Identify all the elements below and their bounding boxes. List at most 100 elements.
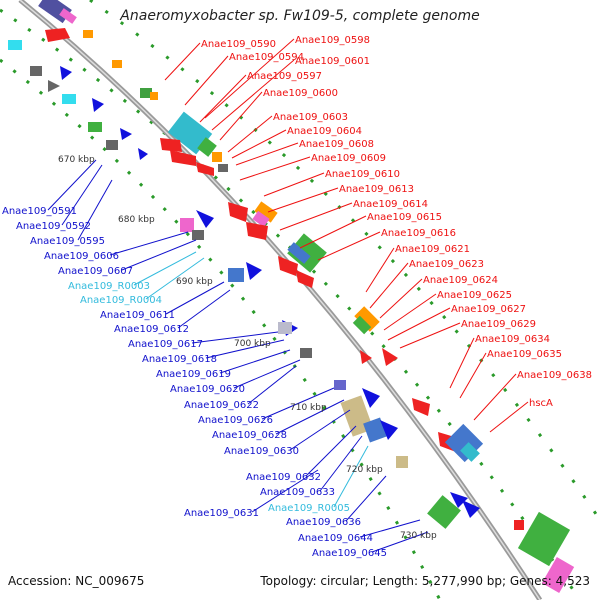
feature-block [334,380,346,390]
tick-label: 720 kbp [346,465,383,475]
feature-arrow [296,270,314,288]
forward-gene-label: Anae109_0598 [295,35,370,46]
forward-gene-label: Anae109_0609 [311,153,386,164]
forward-gene-label: Anae109_0601 [295,56,370,67]
reverse-gene-label: Anae109_0617 [128,339,203,350]
feature-block [112,60,122,68]
feature-block [106,140,118,150]
feature-block [541,557,575,593]
feature-block [396,456,408,468]
reverse-gene-label: Anae109_0628 [212,430,287,441]
feature-block [197,137,217,157]
tick-label: 710 kbp [290,403,327,413]
feature-arrow [362,388,380,408]
feature-block [363,417,387,443]
reverse-gene-label: Anae109_0636 [286,517,361,528]
reverse-gene-label: Anae109_0622 [184,400,259,411]
feature-arrow [412,398,430,416]
feature-block [180,218,194,232]
leaders-left [47,159,429,553]
reverse-gene-label: Anae109_0592 [16,221,91,232]
feature-arrow [170,150,196,166]
feature-arrow [382,348,398,366]
feature-arrow [138,148,148,160]
feature-block [30,66,42,76]
forward-gene-label: Anae109_0635 [487,349,562,360]
reverse-gene-label: Anae109_0632 [246,472,321,483]
feature-block [8,40,22,50]
forward-gene-label: Anae109_0624 [423,275,498,286]
feature-block [278,322,292,334]
feature-arrow [60,66,72,80]
reverse-gene-labels: Anae109_0591Anae109_0592Anae109_0595Anae… [2,206,387,559]
reverse-features [8,40,480,529]
feature-arrow [196,210,214,228]
reverse-gene-label: Anae109_0620 [170,384,245,395]
tick-label: 670 kbp [58,155,95,165]
reverse-gene-label: Anae109_0595 [30,236,105,247]
forward-gene-label: Anae109_0610 [325,169,400,180]
feature-block [427,495,461,529]
feature-arrow [380,420,398,440]
accession-text: Accession: NC_009675 [8,574,145,588]
reverse-gene-label: Anae109_0611 [100,310,175,321]
forward-gene-label: hscA [529,398,553,409]
feature-block [59,8,77,24]
topology-text: Topology: circular; Length: 5,277,990 bp… [260,574,590,588]
feature-block [300,348,312,358]
rna-label: Anae109_R0004 [80,295,162,306]
feature-block [460,442,480,462]
feature-block [212,152,222,162]
feature-arrow [160,138,182,152]
feature-block [252,210,270,228]
forward-gene-label: Anae109_0600 [263,88,338,99]
feature-arrow [462,500,480,518]
feature-block [517,511,571,567]
tick-label: 700 kbp [234,339,271,349]
tick-label: 680 kbp [118,215,155,225]
genome-title: Anaeromyxobacter sp. Fw109-5, complete g… [120,8,480,24]
feature-block [83,30,93,38]
feature-arrow [228,202,248,222]
reverse-gene-label: Anae109_0630 [224,446,299,457]
tick-label: 730 kbp [400,531,437,541]
feature-block [140,88,152,98]
forward-gene-label: Anae109_0634 [475,334,550,345]
reverse-gene-label: Anae109_0619 [156,369,231,380]
feature-arrow [196,162,214,176]
forward-gene-label: Anae109_0597 [247,71,322,82]
feature-arrow [246,222,268,240]
leaders-right [164,38,529,433]
feature-block [62,94,76,104]
feature-block [150,92,158,100]
feature-arrow [45,28,70,42]
forward-features [38,0,575,593]
forward-gene-label: Anae109_0613 [339,184,414,195]
reverse-gene-label: Anae109_0633 [260,487,335,498]
feature-block [514,520,524,530]
forward-gene-label: Anae109_0623 [409,259,484,270]
reverse-gene-label: Anae109_0644 [298,533,373,544]
feature-arrow [246,262,262,280]
rna-label: Anae109_R0003 [68,281,150,292]
feature-arrow [360,350,372,364]
far-outer-guide-ring [89,0,600,521]
feature-block [192,230,204,240]
reverse-gene-label: Anae109_0612 [114,324,189,335]
feature-block [228,268,244,282]
forward-gene-label: Anae109_0590 [201,39,276,50]
feature-block [352,315,372,335]
feature-block [444,423,484,463]
feature-arrow [120,128,132,140]
feature-block [354,306,380,332]
forward-gene-label: Anae109_0594 [229,52,304,63]
feature-arrow [278,256,298,276]
reverse-gene-label: Anae109_0591 [2,206,77,217]
forward-gene-label: Anae109_0638 [517,370,592,381]
forward-gene-label: Anae109_0608 [299,139,374,150]
feature-arrow [48,80,60,92]
